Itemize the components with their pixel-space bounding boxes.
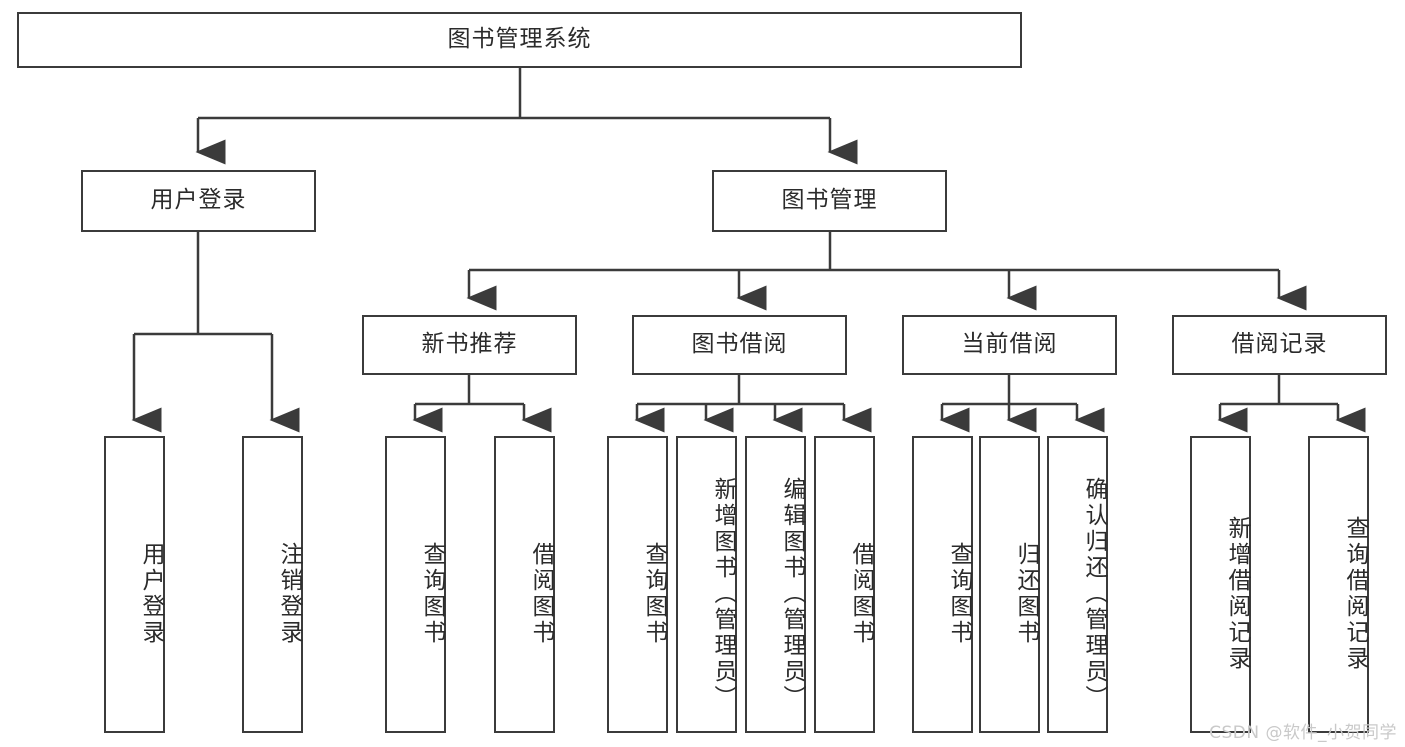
csdn-watermark: CSDN @软件_小贺同学 [1209,723,1397,743]
leaf-current-borrow-query-book[interactable]: 查询图书 [912,436,973,733]
node-label: 新书推荐 [421,331,518,358]
node-label: 用户登录 [138,541,164,646]
node-label: 用户登录 [150,187,247,214]
node-label: 新增借阅记录 [1224,515,1250,672]
leaf-borrow-record-add-record[interactable]: 新增借阅记录 [1190,436,1251,733]
node-label: 图书管理系统 [447,26,592,53]
node-label: 借阅图书 [528,541,554,646]
node-new-book-recommend[interactable]: 新书推荐 [362,315,577,375]
node-label: 借阅记录 [1231,331,1328,358]
leaf-borrow-record-query-record[interactable]: 查询借阅记录 [1308,436,1369,733]
node-label: 当前借阅 [961,331,1058,358]
node-label: 借阅图书 [848,541,874,646]
leaf-book-borrow-borrow-book[interactable]: 借阅图书 [814,436,875,733]
leaf-new-book-borrow-book[interactable]: 借阅图书 [494,436,555,733]
node-label: 编辑图书（管理员） [779,476,805,711]
node-book-management[interactable]: 图书管理 [712,170,947,232]
leaf-current-borrow-confirm-return-admin[interactable]: 确认归还（管理员） [1047,436,1108,733]
node-label: 确认归还（管理员） [1081,476,1107,711]
node-label: 查询借阅记录 [1342,515,1368,672]
node-label: 新增图书（管理员） [710,476,736,711]
leaf-book-borrow-edit-book-admin[interactable]: 编辑图书（管理员） [745,436,806,733]
node-label: 注销登录 [276,541,302,646]
node-user-login[interactable]: 用户登录 [81,170,316,232]
node-label: 归还图书 [1013,541,1039,646]
node-label: 查询图书 [946,541,972,646]
node-label: 图书管理 [781,187,878,214]
leaf-book-borrow-query-book[interactable]: 查询图书 [607,436,668,733]
leaf-book-borrow-add-book-admin[interactable]: 新增图书（管理员） [676,436,737,733]
leaf-current-borrow-return-book[interactable]: 归还图书 [979,436,1040,733]
leaf-new-book-query-book[interactable]: 查询图书 [385,436,446,733]
node-borrow-record[interactable]: 借阅记录 [1172,315,1387,375]
node-book-borrow[interactable]: 图书借阅 [632,315,847,375]
node-label: 查询图书 [641,541,667,646]
node-current-borrow[interactable]: 当前借阅 [902,315,1117,375]
leaf-user-login-login[interactable]: 用户登录 [104,436,165,733]
node-root-book-management-system[interactable]: 图书管理系统 [17,12,1022,68]
node-label: 图书借阅 [691,331,788,358]
leaf-user-login-logout[interactable]: 注销登录 [242,436,303,733]
node-label: 查询图书 [419,541,445,646]
